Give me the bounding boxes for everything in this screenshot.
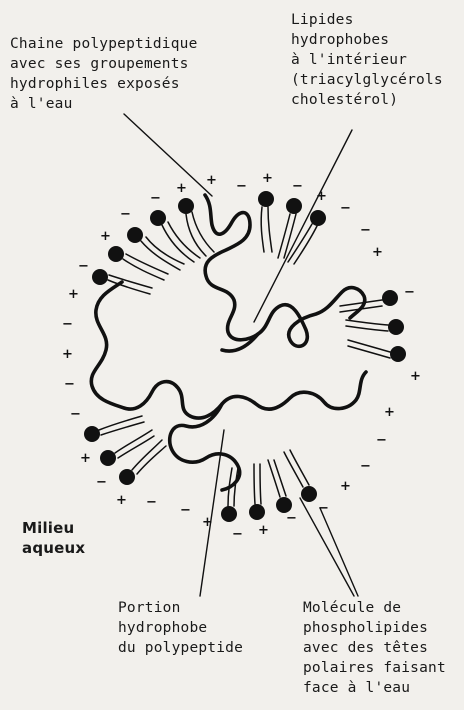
- lipid-tails: [348, 340, 390, 358]
- negative-charge: −: [292, 179, 303, 194]
- negative-charge: −: [64, 377, 75, 392]
- polar-head: [390, 346, 406, 362]
- positive-charge: +: [100, 229, 111, 244]
- negative-charge: −: [236, 179, 247, 194]
- polar-head: [249, 504, 265, 520]
- negative-charge: −: [340, 201, 351, 216]
- phospholipid: [249, 464, 265, 520]
- polar-head: [388, 319, 404, 335]
- negative-charge: −: [404, 285, 415, 300]
- positive-charge: +: [340, 479, 351, 494]
- negative-charge: −: [232, 527, 243, 542]
- negative-charge: −: [70, 407, 81, 422]
- surface-charges: + + − + − + − − + − − + − + − + − − + − …: [62, 171, 421, 542]
- polar-head: [119, 469, 135, 485]
- negative-charge: −: [360, 459, 371, 474]
- lipid-tails: [254, 464, 261, 504]
- polar-head: [100, 450, 116, 466]
- polar-head: [382, 290, 398, 306]
- phospholipid: [119, 440, 166, 485]
- positive-charge: +: [206, 173, 217, 188]
- phospholipid: [221, 468, 238, 522]
- positive-charge: +: [116, 493, 127, 508]
- positive-charge: +: [258, 523, 269, 538]
- negative-charge: −: [180, 503, 191, 518]
- polar-head: [84, 426, 100, 442]
- polar-head: [108, 246, 124, 262]
- positive-charge: +: [62, 347, 73, 362]
- lipid-tails: [99, 416, 144, 435]
- phospholipid: [340, 290, 398, 312]
- polar-head: [150, 210, 166, 226]
- phospholipid: [284, 450, 317, 502]
- positive-charge: +: [410, 369, 421, 384]
- lipid-tails: [261, 207, 272, 252]
- positive-charge: +: [262, 171, 273, 186]
- negative-charge: −: [120, 207, 131, 222]
- phospholipid: [348, 340, 406, 362]
- lipid-tails: [108, 275, 152, 294]
- negative-charge: −: [376, 433, 387, 448]
- phospholipid: [258, 191, 274, 252]
- lipid-tails: [132, 440, 166, 474]
- lipid-tails: [346, 320, 388, 331]
- negative-charge: −: [318, 501, 329, 516]
- polar-head: [92, 269, 108, 285]
- positive-charge: +: [384, 405, 395, 420]
- negative-charge: −: [96, 475, 107, 490]
- phospholipid: [278, 198, 302, 258]
- negative-charge: −: [62, 317, 73, 332]
- lipid-tails: [268, 460, 286, 497]
- polar-head: [301, 486, 317, 502]
- lipid-tails: [278, 214, 296, 258]
- polar-head: [258, 191, 274, 207]
- phospholipid: [84, 416, 144, 442]
- positive-charge: +: [202, 515, 213, 530]
- positive-charge: +: [68, 287, 79, 302]
- negative-charge: −: [146, 495, 157, 510]
- lipid-tails: [284, 450, 309, 487]
- positive-charge: +: [316, 189, 327, 204]
- pointer-chain: [124, 114, 212, 196]
- phospholipid: [268, 460, 292, 513]
- polar-head: [221, 506, 237, 522]
- negative-charge: −: [78, 259, 89, 274]
- positive-charge: +: [372, 245, 383, 260]
- phospholipid: [346, 319, 404, 335]
- negative-charge: −: [360, 223, 371, 238]
- pointer-molecule-b: [320, 508, 358, 596]
- chain-upper: [205, 195, 365, 346]
- negative-charge: −: [150, 191, 161, 206]
- polar-head: [286, 198, 302, 214]
- positive-charge: +: [176, 181, 187, 196]
- positive-charge: +: [80, 451, 91, 466]
- phospholipid: [100, 430, 154, 466]
- phospholipid: [108, 246, 168, 280]
- negative-charge: −: [286, 511, 297, 526]
